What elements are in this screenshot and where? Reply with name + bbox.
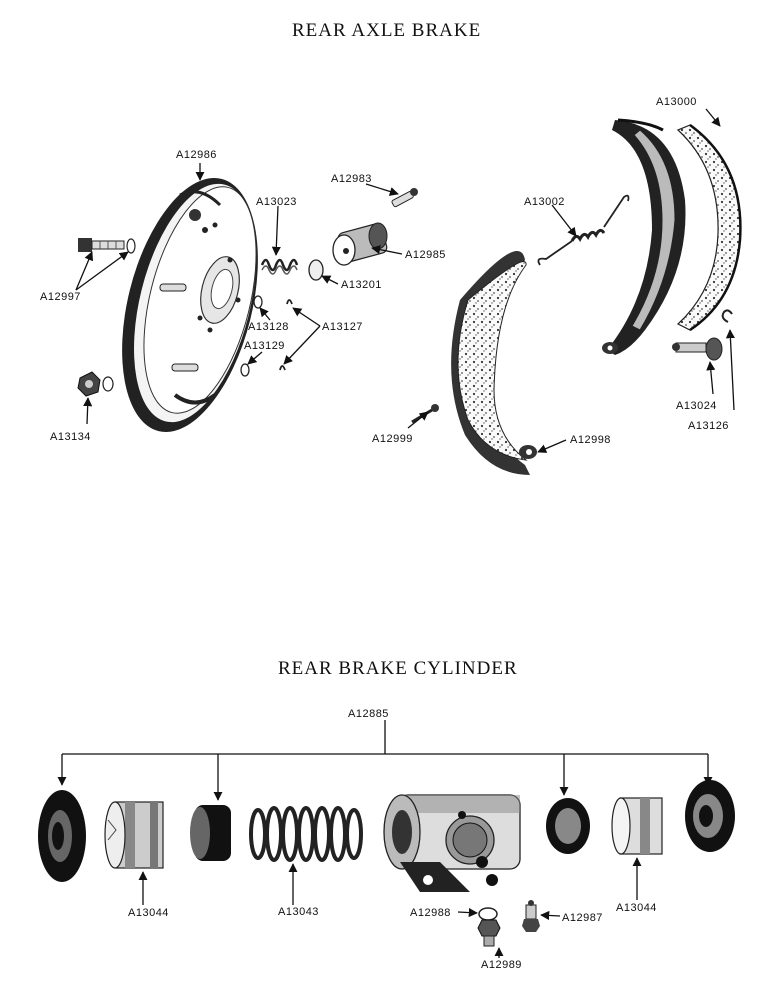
- label-a12885: A12885: [348, 708, 389, 720]
- cylinder-body-part: [383, 794, 521, 892]
- left-boot-part: [38, 790, 86, 882]
- label-a13024: A13024: [676, 400, 717, 412]
- brake-shoe-rear-part: [602, 118, 686, 355]
- clip-lower-part: [279, 365, 286, 371]
- label-a12986: A12986: [176, 149, 217, 161]
- left-cup-part: [190, 805, 231, 861]
- bolt-part: [78, 238, 136, 254]
- label-a12985: A12985: [405, 249, 446, 261]
- nut-part: [77, 371, 114, 397]
- label-a12998: A12998: [570, 434, 611, 446]
- label-a13043: A13043: [278, 906, 319, 918]
- right-piston-part: [611, 797, 663, 855]
- brake-shoe-front-part: [451, 251, 537, 475]
- left-piston-part: [104, 801, 164, 869]
- label-a13128: A13128: [248, 321, 289, 333]
- leader-lines-axle: [75, 108, 735, 453]
- cup-washer-part: [253, 295, 263, 309]
- leader-lines-cylinder: [138, 857, 642, 958]
- clip-part: [286, 299, 293, 305]
- label-a13129: A13129: [244, 340, 285, 352]
- label-a12988: A12988: [410, 907, 451, 919]
- retaining-clip-part: [721, 309, 733, 323]
- rear-brake-cylinder-title: REAR BRAKE CYLINDER: [278, 658, 518, 679]
- label-a13134: A13134: [50, 431, 91, 443]
- label-a12999: A12999: [372, 433, 413, 445]
- cylinder-spring-part: [249, 806, 363, 862]
- pin-part: [411, 404, 439, 424]
- small-spring-part: [260, 258, 299, 275]
- bleeder-screw-part: [391, 188, 418, 208]
- label-a13044-left: A13044: [128, 907, 169, 919]
- label-a13000: A13000: [656, 96, 697, 108]
- label-a13044-right: A13044: [616, 902, 657, 914]
- return-spring-part: [537, 194, 630, 266]
- backing-plate-part: [122, 177, 258, 433]
- bleeder-valve-part: [522, 900, 540, 932]
- label-a13127: A13127: [322, 321, 363, 333]
- label-a13023: A13023: [256, 196, 297, 208]
- washer-part: [308, 259, 324, 281]
- right-cup-part: [546, 798, 590, 854]
- fitting-bolt-part: [477, 919, 501, 947]
- assembly-bracket: [57, 720, 713, 801]
- right-boot-part: [685, 780, 735, 852]
- label-a12989: A12989: [481, 959, 522, 971]
- brake-lining-part: [676, 123, 742, 332]
- adjuster-bolt-part: [672, 337, 723, 361]
- cup-washer-lower-part: [240, 363, 250, 377]
- label-a13002: A13002: [524, 196, 565, 208]
- rear-axle-brake-title: REAR AXLE BRAKE: [292, 20, 482, 41]
- wheel-cylinder-part: [332, 222, 388, 266]
- label-a13126: A13126: [688, 420, 729, 432]
- label-a13201: A13201: [341, 279, 382, 291]
- fitting-washer-part: [478, 907, 498, 921]
- label-a12987: A12987: [562, 912, 603, 924]
- label-a12997: A12997: [40, 291, 81, 303]
- label-a12983: A12983: [331, 173, 372, 185]
